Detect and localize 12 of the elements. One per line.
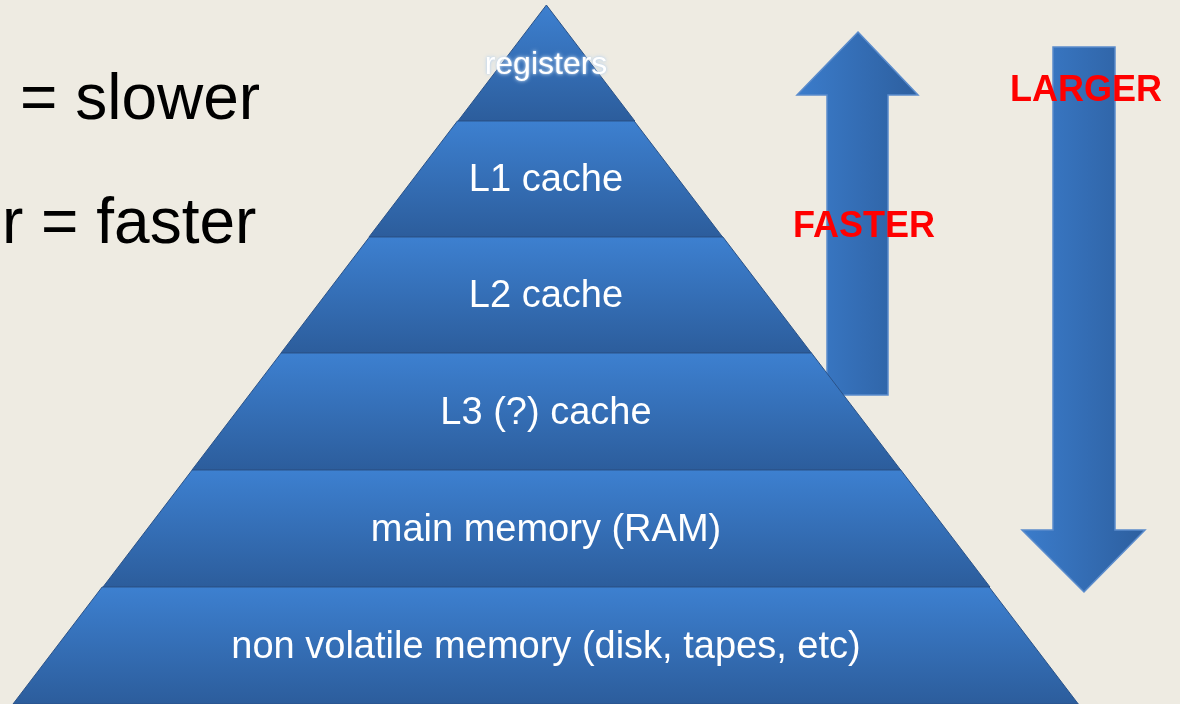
note-text: = slower xyxy=(20,60,261,134)
tier-label: non volatile memory (disk, tapes, etc) xyxy=(230,623,862,668)
note-text: r = faster xyxy=(2,184,257,258)
pyramid-tier xyxy=(191,353,901,470)
tier-label: L3 (?) cache xyxy=(440,389,652,434)
pyramid-tier xyxy=(102,470,990,587)
tier-label: L1 cache xyxy=(468,157,624,201)
tier-label: main memory (RAM) xyxy=(370,506,722,551)
pyramid-tier xyxy=(280,237,812,353)
tier-label: L2 cache xyxy=(468,273,624,317)
pyramid-tier xyxy=(369,121,723,237)
pyramid-tier xyxy=(13,587,1079,704)
